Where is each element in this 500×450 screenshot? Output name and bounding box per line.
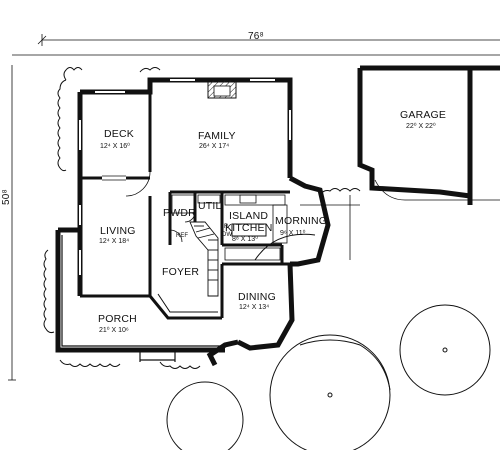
room-kitchen-name: KITCHEN [225, 222, 273, 234]
room-deck-size: 12⁴ X 16⁰ [100, 143, 130, 150]
depth-dimension-line [8, 65, 16, 381]
room-pwdr-name: PWDR [163, 207, 196, 219]
room-living-name: LIVING [100, 225, 136, 237]
room-family-size: 26⁴ X 17⁴ [199, 143, 230, 150]
room-family-name: FAMILY [198, 130, 236, 142]
room-porch-name: PORCH [98, 313, 137, 325]
depth-dimension-label: 50⁸ [1, 189, 12, 205]
fixture-refrigerator-label: REF [176, 233, 188, 239]
garage-walls [357, 65, 500, 205]
porch-rail [61, 235, 220, 362]
fixture-range-label: R [224, 224, 229, 230]
room-island-name: ISLAND [229, 210, 269, 222]
width-dimension-label: 76⁸ [248, 31, 264, 42]
room-deck-name: DECK [104, 128, 134, 140]
room-foyer-name: FOYER [162, 266, 200, 278]
width-dimension-line [12, 34, 500, 56]
landscape-trees [166, 233, 491, 450]
door-swings [102, 171, 196, 243]
room-garage-size: 22⁰ X 22⁰ [406, 123, 436, 130]
room-morning-name: MORNING [275, 215, 328, 227]
windows [79, 79, 291, 275]
room-porch-size: 21⁰ X 10⁶ [99, 327, 129, 334]
staircase [189, 221, 219, 297]
kitchen-counters [171, 194, 288, 261]
room-dining-name: DINING [238, 291, 276, 303]
room-morning-size: 9⁶ X 11⁰ [280, 230, 306, 237]
fixture-dishwasher-label: DW [222, 232, 232, 238]
landscape-shrubs [43, 67, 361, 369]
room-util-name: UTIL [198, 200, 222, 212]
room-living-size: 12⁴ X 18⁴ [99, 238, 130, 245]
room-garage-name: GARAGE [400, 109, 447, 121]
fireplace [207, 79, 237, 99]
room-kitchen-size: 8⁸ X 13⁰ [232, 236, 258, 243]
room-dining-size: 12⁴ X 13⁴ [239, 304, 270, 311]
interior-walls [80, 92, 290, 320]
